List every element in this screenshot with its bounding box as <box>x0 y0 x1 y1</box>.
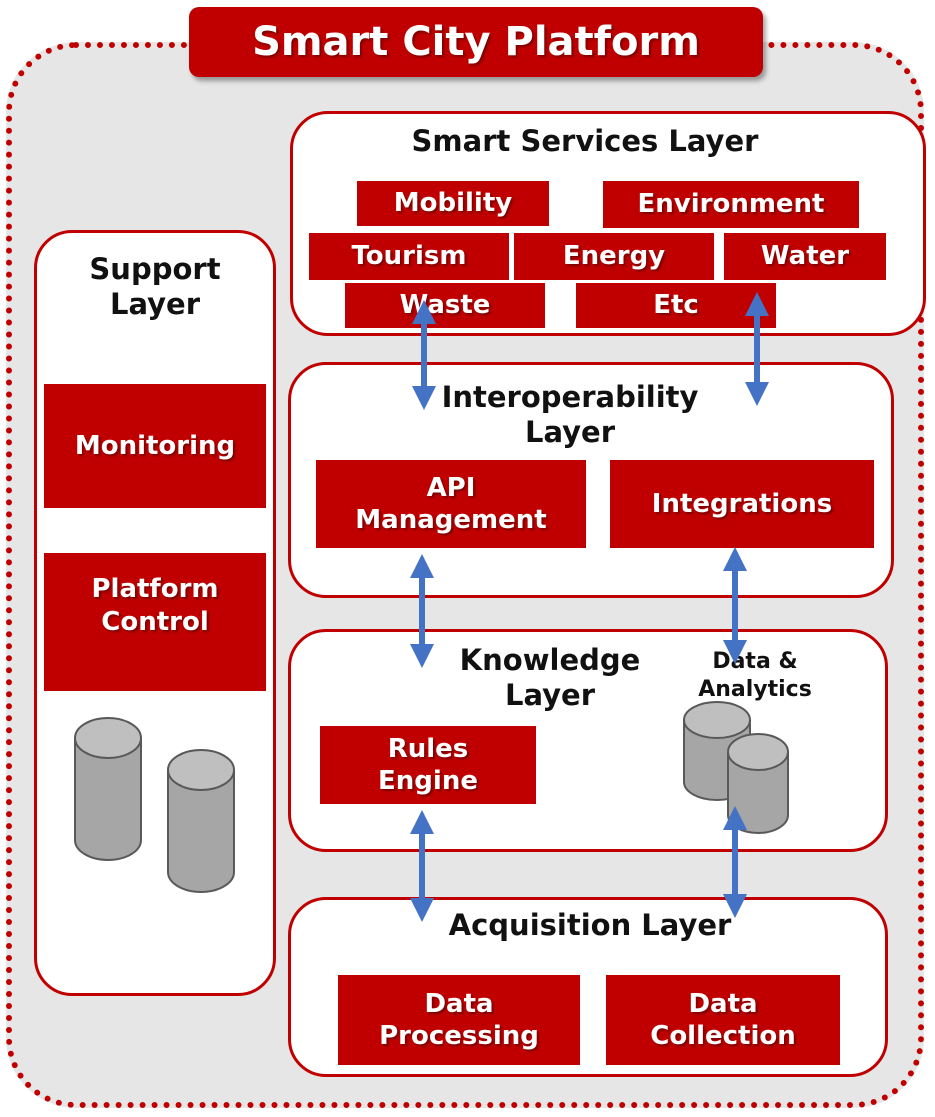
rules-engine-box: Rules Engine <box>320 726 536 804</box>
integrations-box: Integrations <box>610 460 874 548</box>
collection-line1: Data <box>688 988 758 1019</box>
energy-box: Energy <box>514 233 714 280</box>
rules-line2: Engine <box>378 766 478 796</box>
processing-line2: Processing <box>379 1021 539 1051</box>
data-analytics-line1: Data & <box>712 649 798 674</box>
mobility-box: Mobility <box>357 181 549 226</box>
data-collection-box: Data Collection <box>606 975 840 1065</box>
support-title-line2: Layer <box>109 286 201 321</box>
environment-box: Environment <box>603 181 859 228</box>
collection-line2: Collection <box>650 1021 796 1051</box>
support-title-line1: Support <box>89 252 221 286</box>
etc-box: Etc <box>576 283 776 328</box>
processing-line1: Data <box>424 988 494 1019</box>
data-analytics-line2: Analytics <box>698 676 812 702</box>
monitoring-box: Monitoring <box>44 384 266 508</box>
platform-control-line1: Platform <box>91 574 219 604</box>
acquisition-title: Acquisition Layer <box>448 908 732 942</box>
interop-title-line1: Interoperability <box>441 380 699 414</box>
monitoring-label: Monitoring <box>74 430 236 461</box>
rules-line1: Rules <box>387 733 469 764</box>
api-management-box: API Management <box>316 460 586 548</box>
water-box: Water <box>724 233 886 280</box>
knowledge-title-line1: Knowledge <box>459 643 641 677</box>
api-line1: API <box>426 472 476 503</box>
support-layer-title: Support Layer <box>34 252 276 322</box>
waste-box: Waste <box>345 283 545 328</box>
platform-title: Smart City Platform <box>189 7 763 77</box>
platform-control-line2: Control <box>101 606 209 637</box>
data-analytics-label: Data & Analytics <box>665 648 845 703</box>
api-line2: Management <box>355 505 547 535</box>
knowledge-title-line2: Layer <box>504 677 596 712</box>
smart-services-title: Smart Services Layer <box>411 124 759 158</box>
interop-title-line2: Layer <box>524 414 616 449</box>
platform-control-box: Platform Control <box>44 553 266 691</box>
data-processing-box: Data Processing <box>338 975 580 1065</box>
tourism-box: Tourism <box>309 233 509 280</box>
interoperability-title: Interoperability Layer <box>420 380 720 450</box>
knowledge-title: Knowledge Layer <box>420 643 680 713</box>
